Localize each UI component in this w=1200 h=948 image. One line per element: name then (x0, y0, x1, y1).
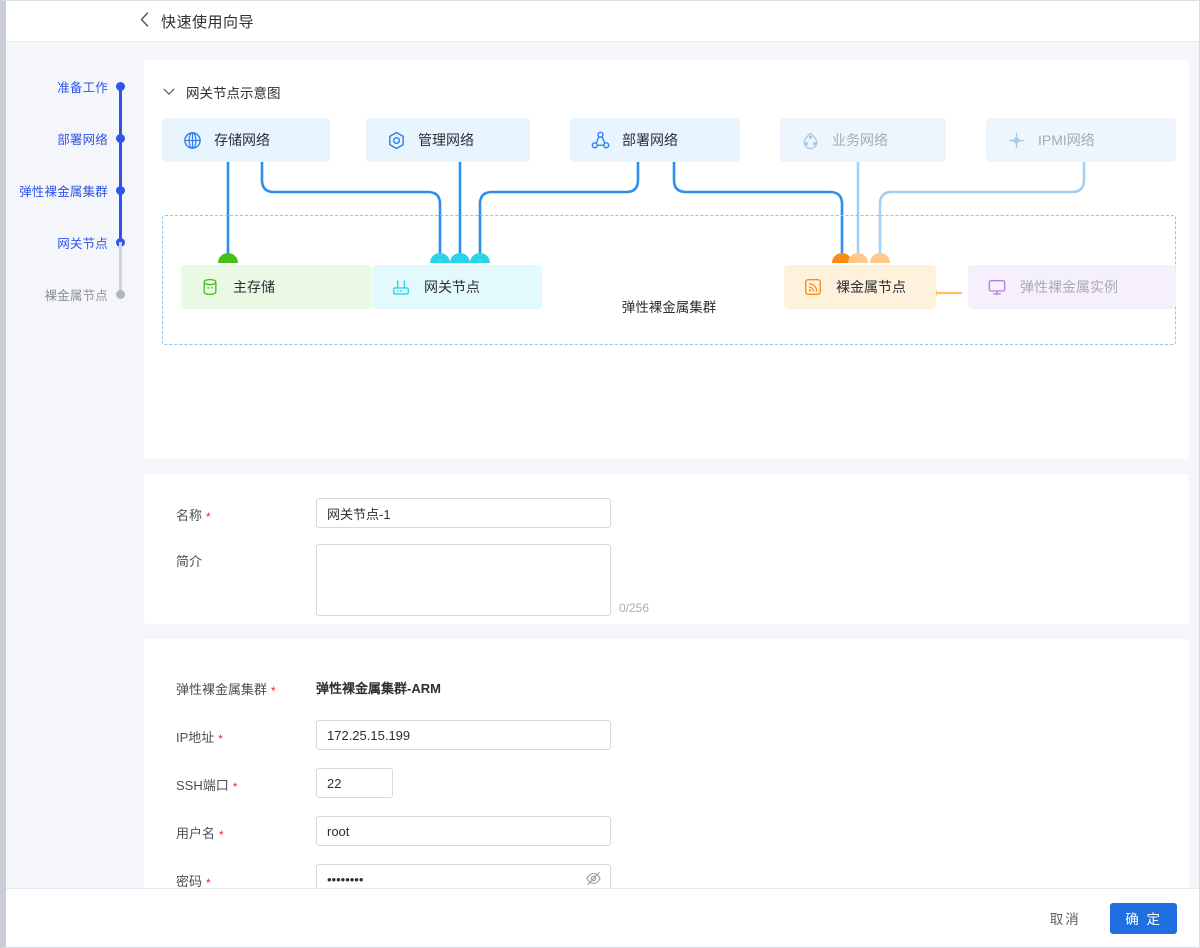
sidebar-item-bare-metal-node[interactable]: 裸金属节点 (6, 268, 130, 320)
sidebar-item-preparation[interactable]: 准备工作 (6, 60, 130, 138)
network-node-label: 存储网络 (214, 132, 270, 148)
diagram-title: 网关节点示意图 (186, 86, 281, 101)
resource-node-label: 弹性裸金属实例 (1020, 279, 1118, 295)
step-label: 部署网络 (57, 132, 108, 147)
resource-node-bare-metal-instance[interactable]: 弹性裸金属实例 (968, 265, 1176, 309)
cluster-caption: 弹性裸金属集群 (621, 300, 717, 315)
wizard-body: 准备工作 部署网络 弹性裸金属集群 网关节点 裸金属节点 (6, 42, 1199, 894)
required-marker: * (219, 827, 224, 842)
sidebar-item-deploy-network[interactable]: 部署网络 (6, 112, 130, 190)
network-node-label: 管理网络 (418, 132, 474, 148)
network-node-business[interactable]: 业务网络 (780, 118, 946, 162)
required-marker: * (206, 509, 211, 524)
page-title: 快速使用向导 (161, 13, 255, 31)
required-marker: * (271, 683, 276, 698)
description-textarea[interactable] (316, 544, 611, 616)
password-label: 密码* (176, 864, 316, 890)
network-node-label: 业务网络 (832, 132, 888, 148)
ssh-port-label-text: SSH端口 (176, 778, 229, 793)
step-connector-line (119, 138, 122, 190)
step-connector-line (119, 242, 122, 294)
resource-node-primary-storage[interactable]: 主存储 (181, 265, 371, 309)
ssh-port-input[interactable] (316, 768, 393, 798)
field-row-description: 简介 0/256 (176, 544, 649, 616)
ip-label: IP地址* (176, 720, 316, 746)
char-counter: 0/256 (619, 601, 650, 615)
field-row-username: 用户名* (176, 816, 611, 846)
network-node-deploy[interactable]: 部署网络 (570, 118, 740, 162)
monitor-icon (986, 276, 1008, 298)
router-icon (390, 276, 412, 298)
gear-hex-icon (386, 130, 406, 150)
required-marker: * (206, 875, 211, 890)
eye-off-icon[interactable] (585, 870, 602, 887)
basic-info-card: 名称* 简介 0/256 (144, 474, 1189, 624)
diagram-collapse-header[interactable]: 网关节点示意图 (162, 82, 281, 102)
network-node-storage[interactable]: 存储网络 (162, 118, 330, 162)
step-label: 网关节点 (57, 236, 108, 251)
cluster-label: 弹性裸金属集群* (176, 672, 316, 698)
field-row-ip: IP地址* (176, 720, 611, 750)
network-node-label: IPMI网络 (1038, 132, 1095, 148)
dialog-footer: 取消 确 定 (6, 888, 1199, 947)
resource-node-label: 裸金属节点 (836, 279, 906, 295)
resource-node-label: 主存储 (233, 279, 275, 295)
cancel-button[interactable]: 取消 (1049, 912, 1081, 927)
name-input[interactable] (316, 498, 611, 528)
database-icon (199, 276, 221, 298)
page-header: 快速使用向导 (6, 1, 1199, 42)
step-connector-line (119, 86, 122, 138)
chevron-down-icon (162, 85, 176, 99)
diagram-card: 网关节点示意图 (144, 60, 1189, 459)
sidebar-item-gateway-node[interactable]: 网关节点 (6, 216, 130, 294)
step-label: 准备工作 (57, 80, 108, 95)
resource-node-gateway[interactable]: 网关节点 (372, 265, 542, 309)
step-dot (116, 289, 125, 299)
ip-label-text: IP地址 (176, 730, 215, 745)
password-label-text: 密码 (176, 874, 203, 889)
name-label: 名称* (176, 498, 316, 524)
username-label: 用户名* (176, 816, 316, 842)
description-label-text: 简介 (176, 554, 203, 569)
signal-icon (802, 276, 824, 298)
field-row-cluster: 弹性裸金属集群* 弹性裸金属集群-ARM (176, 672, 441, 698)
share-icon (800, 130, 820, 150)
step-rail: 准备工作 部署网络 弹性裸金属集群 网关节点 裸金属节点 (6, 60, 130, 320)
network-topology-diagram: 存储网络 管理网络 (144, 108, 1189, 453)
network-node-label: 部署网络 (622, 132, 678, 148)
network-node-ipmi[interactable]: IPMI网络 (986, 118, 1176, 162)
username-input[interactable] (316, 816, 611, 846)
network-node-management[interactable]: 管理网络 (366, 118, 530, 162)
connection-info-card: 弹性裸金属集群* 弹性裸金属集群-ARM IP地址* SSH端口* 用户名* (144, 639, 1189, 894)
field-row-name: 名称* (176, 498, 611, 528)
name-label-text: 名称 (176, 508, 203, 523)
confirm-button[interactable]: 确 定 (1110, 902, 1177, 934)
ipmi-icon (1006, 130, 1026, 150)
nodes-icon (590, 130, 610, 150)
field-row-ssh-port: SSH端口* (176, 768, 393, 798)
username-label-text: 用户名 (176, 826, 216, 841)
step-label: 裸金属节点 (44, 288, 108, 303)
ssh-port-label: SSH端口* (176, 768, 316, 794)
cluster-value: 弹性裸金属集群-ARM (316, 681, 441, 696)
required-marker: * (218, 731, 223, 746)
step-connector-line (119, 190, 122, 242)
required-marker: * (232, 779, 238, 794)
resource-node-label: 网关节点 (424, 279, 480, 295)
ip-address-input[interactable] (316, 720, 611, 750)
resource-node-bare-metal[interactable]: 裸金属节点 (784, 265, 936, 309)
step-label: 弹性裸金属集群 (19, 184, 108, 199)
cluster-label-text: 弹性裸金属集群 (176, 682, 268, 697)
description-label: 简介 (176, 544, 316, 570)
sidebar-item-bare-metal-cluster[interactable]: 弹性裸金属集群 (6, 164, 130, 242)
globe-icon (182, 130, 202, 150)
back-chevron-left-icon[interactable] (136, 10, 153, 32)
